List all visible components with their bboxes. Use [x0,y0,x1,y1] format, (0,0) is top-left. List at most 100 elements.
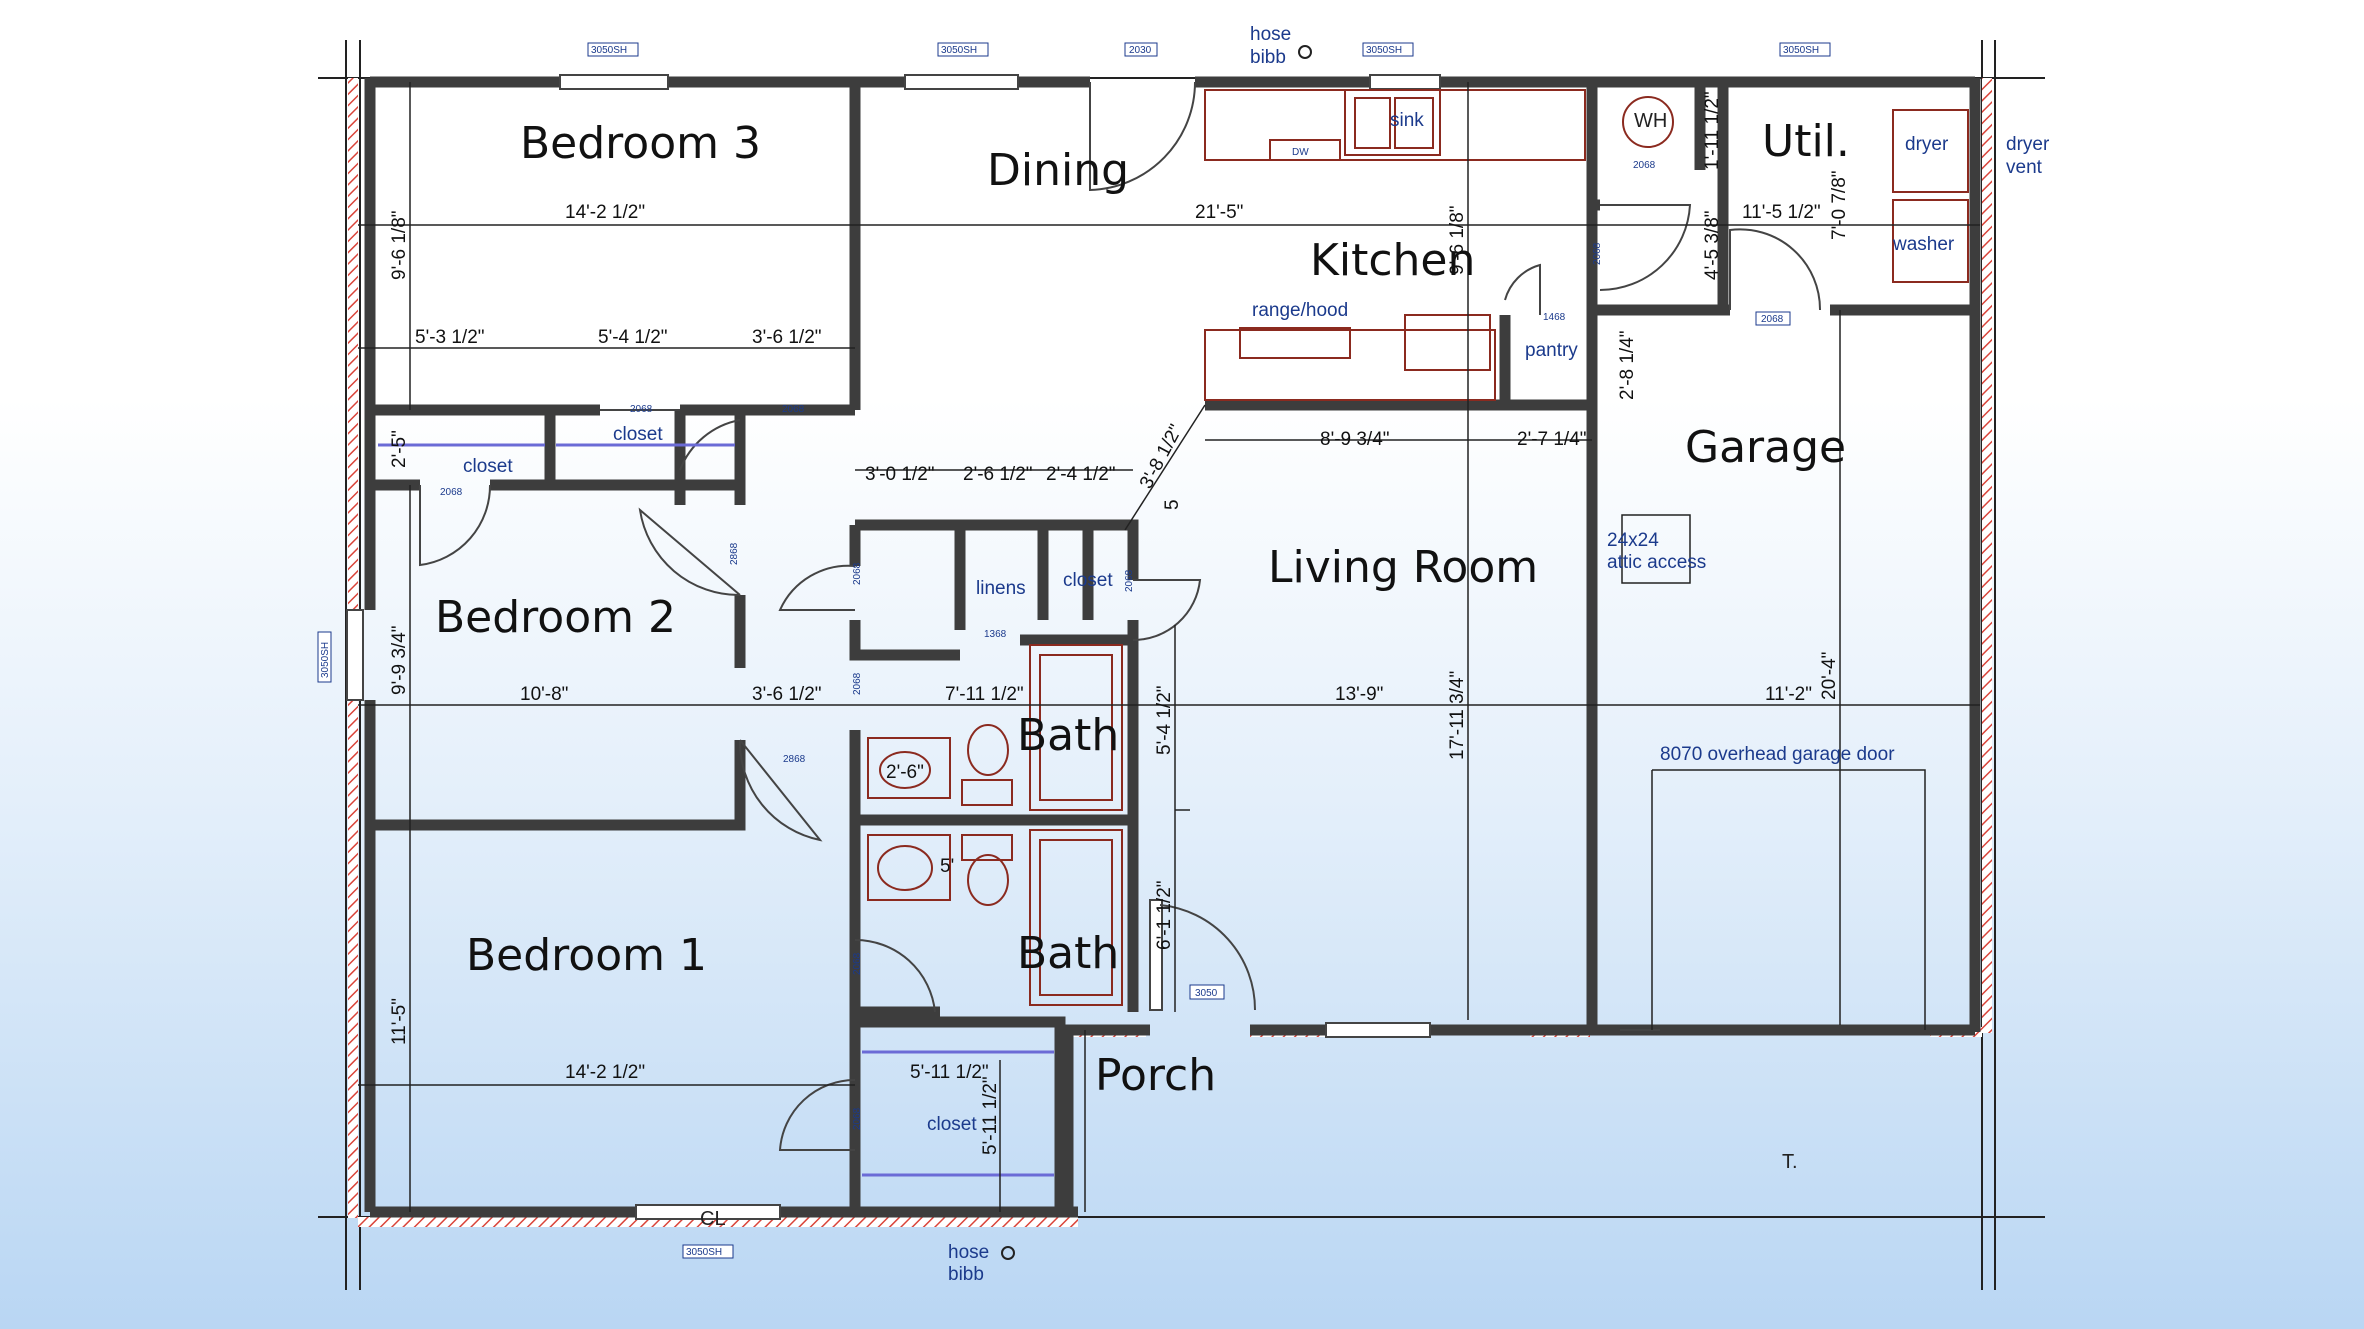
code-door-b2: 2868 [729,542,740,565]
label-closet-b1: closet [927,1114,977,1135]
label-tick: T. [1782,1151,1798,1173]
code-door-b1-closet: 2068 [852,1107,863,1130]
dim-garage-height: 20'-4" [1819,652,1840,700]
label-garage-door: 8070 overhead garage door [1660,744,1895,765]
dim-pantry-v: 2'-8 1/4" [1617,330,1638,400]
code-door-hall-a: 2068 [852,562,863,585]
windows [346,74,1441,1220]
dim-util-v: 7'-0 7/8" [1829,170,1850,240]
label-pantry: pantry [1525,340,1578,361]
dim-b3-height: 9'-6 1/8" [389,210,410,280]
room-bedroom3: Bedroom 3 [520,118,761,169]
dim-hall-1: 3'-6 1/2" [752,327,822,348]
label-linens: linens [976,578,1026,599]
dim-hall-a: 3'-0 1/2" [865,464,935,485]
dim-garage-width: 11'-2" [1765,684,1812,705]
dim-closet-b1-w: 5'-11 1/2" [910,1062,989,1083]
dim-vanity-w: 2'-6" [886,762,924,783]
room-porch: Porch [1095,1050,1216,1101]
dim-vanity-b: 5' [940,856,954,877]
dim-hall-c: 2'-4 1/2" [1046,464,1116,485]
code-win-b1-bottom: 3050SH [686,1247,722,1258]
code-door-pantry: 1468 [1543,312,1566,323]
room-bath-upper: Bath [1017,710,1119,761]
walls [364,76,1981,1218]
dim-living-width: 13'-9" [1335,684,1383,705]
label-attic-1: 24x24 [1607,530,1659,551]
dim-kitchen-bottom: 8'-9 3/4" [1320,429,1390,450]
code-door-linens: 1368 [984,629,1007,640]
dim-closet-h: 2'-5" [389,430,410,468]
label-dw: DW [1292,147,1309,158]
dim-util-h: 4'-5 3/8" [1702,210,1723,280]
fixture-labels: sink DW range/hood pantry WH dryer washe… [463,24,2050,1285]
dim-hall-b: 2'-6 1/2" [963,464,1033,485]
code-door-bath-a: 2068 [852,672,863,695]
room-dining: Dining [987,145,1129,196]
room-garage: Garage [1685,422,1846,473]
code-win-kitchen-top: 3050SH [1366,45,1402,56]
dim-b2-width: 10'-8" [520,684,568,705]
room-bath-lower: Bath [1017,928,1119,979]
room-util: Util. [1762,116,1850,167]
dim-b1-height: 11'-5" [389,998,410,1045]
code-door-hall-b: 2068 [1124,569,1135,592]
label-centerline: CL [700,1208,726,1230]
code-win-b3-top: 3050SH [591,45,627,56]
label-hose-bottom-2: bibb [948,1264,984,1285]
code-door-closet-a: 2068 [630,404,653,415]
dimension-labels: 14'-2 1/2" 9'-6 1/8" 21'-5" 9'-6 1/8" 5'… [389,91,1850,1155]
room-kitchen: Kitchen [1310,235,1475,286]
reference-lines [318,40,2045,1290]
code-win-entry: 3050 [1195,988,1218,999]
code-door-b2-b: 2868 [783,754,806,765]
code-door-closet-c: 2068 [440,487,463,498]
closet-shelves [378,443,1054,1177]
code-door-util: 2068 [1592,242,1603,265]
label-hose-top-2: bibb [1250,47,1286,68]
label-closet-b3-right: closet [613,424,663,445]
dim-closet-1: 5'-3 1/2" [415,327,485,348]
element-codes: 3050SH 3050SH 2030 3050SH 3050SH 3050SH … [317,42,1831,1259]
room-living: Living Room [1268,542,1538,593]
code-door-bath-b: 2068 [852,952,863,975]
room-bedroom2: Bedroom 2 [435,592,676,643]
fixtures-drawing [867,89,1969,1006]
code-win-dining-top: 3050SH [941,45,977,56]
label-dryer-vent-2: vent [2006,157,2043,178]
label-closet-b3-left: closet [463,456,513,477]
dim-bath-height: 5'-4 1/2" [1154,685,1175,755]
label-dryer: dryer [1905,134,1949,155]
label-closet-hall: closet [1063,570,1113,591]
dim-kitchen-vertical: 9'-6 1/8" [1447,205,1468,275]
label-attic-2: attic access [1607,552,1706,573]
dim-b1-width: 14'-2 1/2" [565,1062,645,1083]
dim-entry-h: 6'-1 1/2" [1154,880,1175,950]
label-washer: washer [1892,234,1955,255]
dim-living-height: 17'-11 3/4" [1447,671,1468,760]
code-win-dining-small: 2030 [1129,45,1152,56]
code-door-wh: 2068 [1633,160,1656,171]
label-hose-top-1: hose [1250,24,1291,45]
dim-hall-2: 3'-6 1/2" [752,684,822,705]
dim-closet-b1-h: 5'-11 1/2" [980,1076,1001,1155]
hose-bibb-icon [1001,1246,1015,1260]
room-bedroom1: Bedroom 1 [466,930,707,981]
room-labels: Bedroom 3 Dining Kitchen Util. Bedroom 2… [435,116,1850,1101]
dim-closet-2: 5'-4 1/2" [598,327,668,348]
hose-bibb-icon [1298,45,1312,59]
code-door-garage: 2068 [1761,314,1784,325]
door-swings [419,81,1822,1151]
dimension-lines [358,82,1980,1212]
dim-small5: 5 [1162,499,1183,510]
code-win-b2-side: 3050SH [320,642,331,678]
dim-util-w: 11'-5 1/2" [1742,202,1821,223]
dim-dining-width: 21'-5" [1195,202,1243,223]
label-hose-bottom-1: hose [948,1242,989,1263]
dim-bath-width: 7'-11 1/2" [945,684,1024,705]
label-range-hood: range/hood [1252,300,1348,321]
label-wh: WH [1634,110,1667,132]
dim-pantry-w: 2'-7 1/4" [1517,429,1587,450]
dim-b2-height: 9'-9 3/4" [389,625,410,695]
